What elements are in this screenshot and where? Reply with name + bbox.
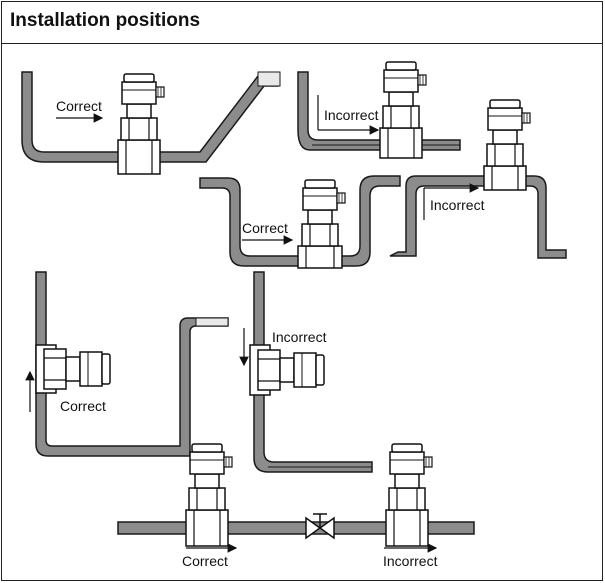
- label-correct: Correct: [182, 553, 228, 569]
- scene-valve: Correct Incorrect: [117, 443, 475, 569]
- scene-horizontal-incorrect: Incorrect: [297, 61, 461, 159]
- scene-vertical-incorrect: Incorrect: [239, 271, 373, 473]
- scene-horizontal-correct: Correct: [21, 71, 281, 175]
- label-incorrect: Incorrect: [324, 107, 379, 123]
- pipe: [253, 271, 373, 473]
- scene-vertical-correct: Correct: [25, 271, 229, 457]
- label-correct: Correct: [60, 398, 106, 414]
- label-incorrect: Incorrect: [430, 197, 485, 213]
- label-correct: Correct: [242, 220, 288, 236]
- label-correct: Correct: [56, 98, 102, 114]
- pipe: [297, 71, 461, 151]
- label-incorrect: Incorrect: [383, 553, 438, 569]
- scene-u-correct: Correct: [199, 175, 401, 269]
- header-bar: Installation positions: [2, 2, 602, 44]
- pipe: [199, 175, 401, 267]
- scene-inverted-u-incorrect: Incorrect: [389, 99, 567, 259]
- label-incorrect: Incorrect: [272, 329, 327, 345]
- page-title: Installation positions: [10, 10, 201, 31]
- pipe: [389, 175, 567, 259]
